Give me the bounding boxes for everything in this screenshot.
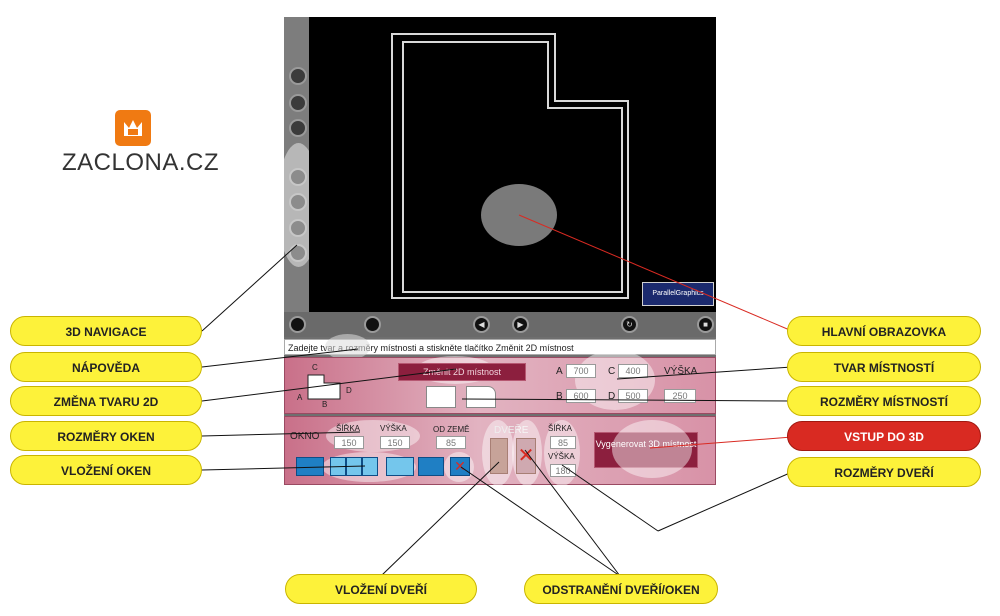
stop-button[interactable]: ■ xyxy=(697,316,714,333)
door-remove-button[interactable]: ✕ xyxy=(516,438,536,474)
window-height-label: VÝŠKA xyxy=(380,424,407,433)
window-type-1[interactable] xyxy=(296,457,324,476)
callout-door-dims: ROZMĚRY DVEŘÍ xyxy=(787,457,981,487)
callout-3d-navigation: 3D NAVIGACE xyxy=(10,316,202,346)
callout-main-screen: HLAVNÍ OBRAZOVKA xyxy=(787,316,981,346)
door-height-input[interactable]: 180 xyxy=(550,464,576,477)
remove-x-icon: ✕ xyxy=(454,458,466,474)
label-b: B xyxy=(556,391,563,402)
previous-button[interactable]: ◀ xyxy=(473,316,490,333)
from-floor-input[interactable]: 85 xyxy=(436,436,466,449)
shape-letter-c: C xyxy=(312,363,318,372)
door-width-label: ŠÍŘKA xyxy=(548,424,573,433)
refresh-icon: ↻ xyxy=(626,320,633,329)
shape-letter-a: A xyxy=(297,393,303,402)
label-d: D xyxy=(608,391,616,402)
zaclona-logo-text: ZACLONA.CZ xyxy=(62,149,220,176)
generate-highlight xyxy=(612,420,692,478)
room-height-input[interactable]: 250 xyxy=(664,389,696,403)
shape-l-option[interactable] xyxy=(466,386,496,408)
play-icon: ▶ xyxy=(517,320,524,329)
main-viewport[interactable] xyxy=(309,17,716,312)
toolbar-button-1[interactable] xyxy=(289,316,306,333)
from-floor-label: OD ZEMĚ xyxy=(433,425,470,434)
window-remove-button[interactable]: ✕ xyxy=(450,457,470,476)
doors-label: DVEŘE xyxy=(494,425,529,436)
stop-icon: ■ xyxy=(703,320,708,329)
nav-sidebar xyxy=(284,17,309,312)
remove-door-x-icon: ✕ xyxy=(517,445,535,467)
shape-letter-d: D xyxy=(346,386,352,395)
bottom-toolbar xyxy=(284,312,716,337)
label-a: A xyxy=(556,366,563,377)
window-label: OKNO xyxy=(290,431,320,442)
help-highlight xyxy=(325,334,370,360)
window-type-6[interactable] xyxy=(418,457,444,476)
nav-button-1[interactable] xyxy=(289,67,307,85)
callout-room-dims: ROZMĚRY MÍSTNOSTÍ xyxy=(787,386,981,416)
change-2d-room-button[interactable]: Změnit 2D místnost xyxy=(398,363,526,381)
window-width-input[interactable]: 150 xyxy=(334,436,364,449)
door-height-label: VÝŠKA xyxy=(548,452,575,461)
callout-window-insert: VLOŽENÍ OKEN xyxy=(10,455,202,485)
help-text: Zadejte tvar a rozměry místnosti a stisk… xyxy=(284,339,716,355)
callout-room-shape: TVAR MÍSTNOSTÍ xyxy=(787,352,981,382)
callout-help: NÁPOVĚDA xyxy=(10,352,202,382)
callout-remove: ODSTRANĚNÍ DVEŘÍ/OKEN xyxy=(524,574,718,604)
nav-button-2[interactable] xyxy=(289,94,307,112)
door-width-input[interactable]: 85 xyxy=(550,436,576,449)
shape-rect-option[interactable] xyxy=(426,386,456,408)
nav3d-zoom-button[interactable] xyxy=(289,219,307,237)
toolbar-button-2[interactable] xyxy=(364,316,381,333)
generate-3d-room-button[interactable]: Vygenerovat 3D místnost xyxy=(594,432,698,468)
play-back-icon: ◀ xyxy=(478,320,485,329)
door-insert-button[interactable] xyxy=(490,438,508,474)
label-c: C xyxy=(608,366,616,377)
zaclona-logo-mark xyxy=(115,110,151,146)
room-floorplan xyxy=(391,33,629,299)
room-height-label: VÝŠKA xyxy=(664,366,698,377)
shape-letter-b: B xyxy=(322,400,328,409)
parallelgraphics-logo: ParallelGraphics xyxy=(642,282,714,306)
callout-shape-change: ZMĚNA TVARU 2D xyxy=(10,386,202,416)
window-type-5[interactable] xyxy=(386,457,414,476)
nav3d-rotate-button[interactable] xyxy=(289,168,307,186)
callout-window-dims: ROZMĚRY OKEN xyxy=(10,421,202,451)
nav-button-3[interactable] xyxy=(289,119,307,137)
room-shape-diagram xyxy=(307,374,341,400)
crown-icon xyxy=(124,120,142,136)
window-width-label: ŠÍŘKA xyxy=(336,424,361,433)
next-button[interactable]: ▶ xyxy=(512,316,529,333)
callout-enter-3d: VSTUP DO 3D xyxy=(787,421,981,451)
nav3d-pan-button[interactable] xyxy=(289,193,307,211)
dimension-a-input[interactable]: 700 xyxy=(566,364,596,378)
refresh-button[interactable]: ↻ xyxy=(621,316,638,333)
callout-door-insert: VLOŽENÍ DVEŘÍ xyxy=(285,574,477,604)
window-height-input[interactable]: 150 xyxy=(380,436,410,449)
